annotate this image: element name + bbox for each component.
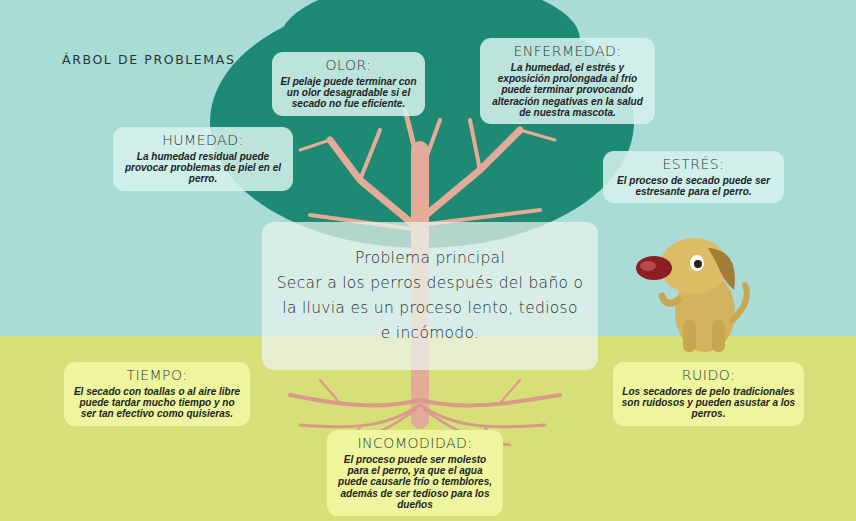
box-text: Secar a los perros después del baño o la… xyxy=(276,271,584,345)
cause-effect-box: ENFERMEDAD: La humedad, el estrés y expos… xyxy=(480,38,655,124)
box-text: La humedad, el estrés y exposición prolo… xyxy=(488,62,647,118)
cause-effect-box: TIEMPO: El secado con toallas o al aire l… xyxy=(64,362,250,426)
box-text: La humedad residual puede provocar probl… xyxy=(121,151,285,185)
cause-effect-box: RUIDO: Los secadores de pelo tradicionale… xyxy=(613,362,804,426)
box-heading: RUIDO: xyxy=(621,367,796,384)
cause-effect-box: ESTRÉS: El proceso de secado puede ser es… xyxy=(603,151,784,203)
box-heading: INCOMODIDAD: xyxy=(335,435,495,452)
box-heading: ESTRÉS: xyxy=(611,156,776,173)
cause-effect-box: HUMEDAD: La humedad residual puede provoc… xyxy=(113,127,293,191)
box-heading: ENFERMEDAD: xyxy=(488,43,647,60)
cause-effect-box: INCOMODIDAD: El proceso puede ser molesto… xyxy=(327,430,503,516)
diagram-title: ÁRBOL DE PROBLEMAS xyxy=(62,52,235,67)
box-text: El pelaje puede terminar con un olor des… xyxy=(280,76,417,110)
main-problem-box: Problema principalSecar a los perros des… xyxy=(262,222,598,370)
box-heading: OLOR: xyxy=(280,57,417,74)
box-text: El secado con toallas o al aire libre pu… xyxy=(72,386,242,420)
cause-effect-box: OLOR: El pelaje puede terminar con un olo… xyxy=(272,52,425,116)
box-text: El proceso de secado puede ser estresant… xyxy=(611,175,776,198)
box-heading: Problema principal xyxy=(276,246,584,271)
box-text: El proceso puede ser molesto para el per… xyxy=(335,454,495,510)
box-heading: HUMEDAD: xyxy=(121,132,285,149)
box-text: Los secadores de pelo tradicionales son … xyxy=(621,386,796,420)
box-heading: TIEMPO: xyxy=(72,367,242,384)
dog-illustration xyxy=(636,238,747,352)
